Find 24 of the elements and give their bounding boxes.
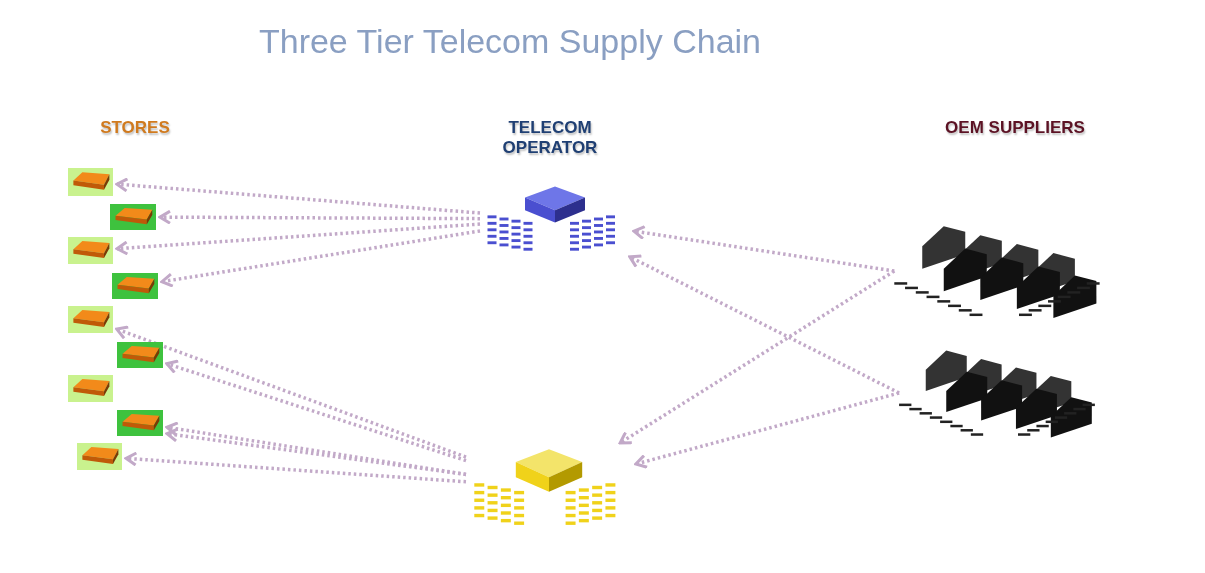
dotted-arrow bbox=[632, 225, 895, 273]
dotted-arrow bbox=[628, 254, 900, 395]
tier-heading: TELECOM OPERATOR bbox=[501, 118, 599, 159]
dotted-arrow bbox=[115, 325, 467, 459]
dotted-arrow bbox=[124, 451, 467, 484]
tier-heading: OEM SUPPLIERS bbox=[944, 118, 1086, 139]
store-icon bbox=[117, 410, 163, 436]
dotted-arrow bbox=[115, 222, 481, 256]
diagram-title: Three Tier Telecom Supply Chain bbox=[257, 22, 763, 61]
dotted-arrow bbox=[634, 391, 900, 469]
dotted-arrow bbox=[165, 359, 467, 463]
dotted-arrow bbox=[158, 209, 480, 225]
store-icon bbox=[68, 306, 113, 333]
dotted-arrow bbox=[160, 229, 481, 288]
store-icon bbox=[112, 273, 158, 299]
store-icon bbox=[110, 204, 156, 230]
store-icon bbox=[68, 375, 113, 402]
store-icon bbox=[68, 168, 113, 196]
dotted-arrow bbox=[618, 269, 896, 445]
store-icon bbox=[77, 443, 122, 470]
store-icon bbox=[68, 237, 113, 264]
tier-heading: STORES bbox=[99, 118, 171, 139]
dotted-arrow bbox=[115, 177, 481, 215]
store-icon bbox=[117, 342, 163, 368]
